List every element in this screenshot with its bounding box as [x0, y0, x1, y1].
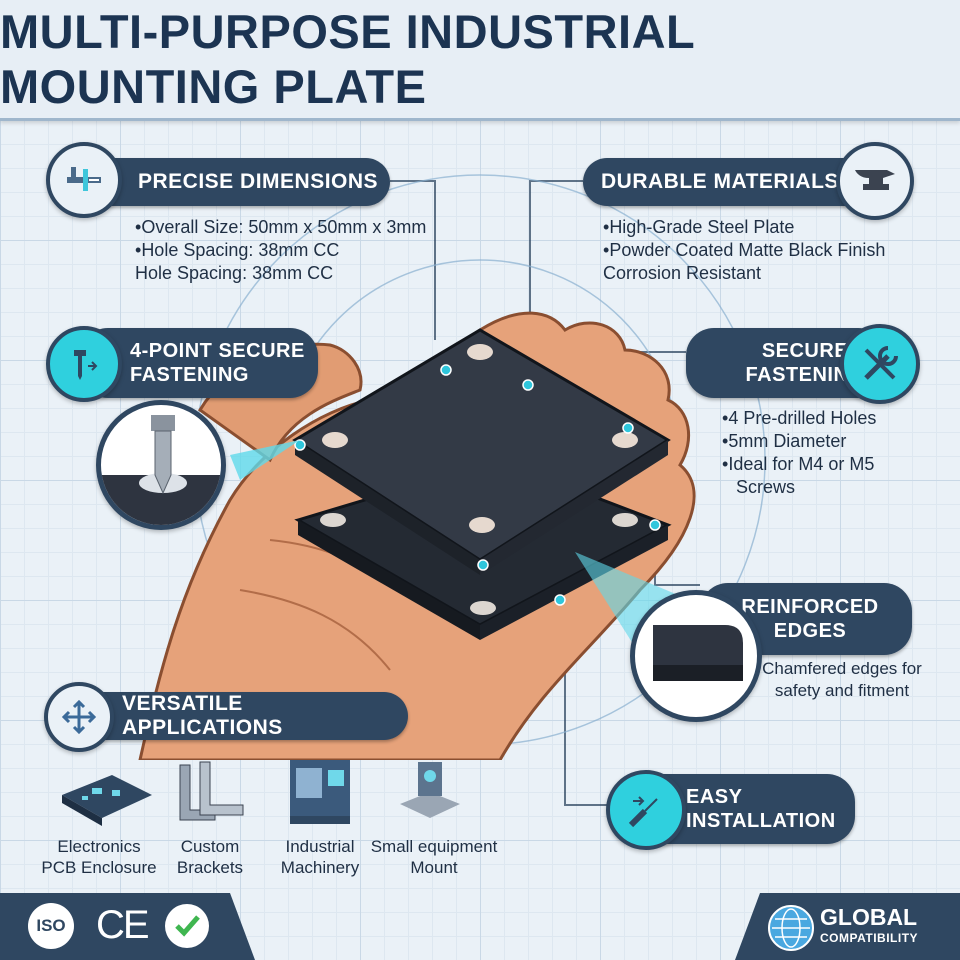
list-item-continued: Screws — [736, 477, 796, 497]
easy-line2: INSTALLATION — [686, 810, 836, 832]
globe-icon — [768, 905, 814, 951]
anvil-icon — [836, 142, 914, 220]
versatile-label: VERSATILE APPLICATIONS — [122, 692, 283, 739]
tools-icon — [840, 324, 920, 404]
precise-dimensions-list: Overall Size: 50mm x 50mm x 3mm Hole Spa… — [135, 216, 426, 285]
pcb-icon — [62, 775, 152, 826]
application-brackets: Custom Brackets — [140, 836, 280, 878]
app-caption-line2: Brackets — [176, 858, 244, 877]
top-plate — [292, 328, 671, 575]
app-caption-line2: PCB Enclosure — [41, 858, 157, 877]
app-caption-line1: Custom — [180, 837, 240, 856]
list-item: Screws — [722, 476, 876, 499]
versatile-applications-pill: VERSATILE APPLICATIONS — [80, 692, 408, 740]
reinforced-description: Chamfered edges for safety and fitment — [752, 658, 932, 702]
secure-fastening-line2: FASTENING — [745, 364, 865, 386]
list-item: Overall Size: 50mm x 50mm x 3mm — [135, 216, 426, 239]
app-caption-line2: Machinery — [280, 858, 360, 877]
equipment-icon — [400, 762, 460, 818]
application-machinery: Industrial Machinery — [250, 836, 390, 878]
header-bar — [0, 0, 960, 121]
global-compatibility: GLOBAL COMPATIBILITY — [820, 904, 918, 946]
reinforced-line2: EDGES — [773, 620, 847, 642]
ce-label: CE — [96, 902, 150, 947]
four-point-line1: 4-POINT SECURE — [130, 340, 305, 362]
screw-icon — [46, 326, 122, 402]
list-item: Hole Spacing: 38mm CC — [135, 239, 426, 262]
edge-closeup-icon — [630, 590, 762, 722]
app-caption-line2: Mount — [410, 858, 458, 877]
screwdriver-icon — [606, 770, 686, 850]
app-caption-line1: Small equipment — [370, 837, 498, 856]
app-caption-line1: Industrial — [285, 837, 355, 856]
secure-fastening-list: 4 Pre-drilled Holes 5mm Diameter Ideal f… — [722, 407, 876, 499]
app-caption-line1: Electronics — [57, 837, 141, 856]
reinforced-desc-line1: Chamfered edges for — [762, 659, 922, 678]
precise-dimensions-pill: PRECISE DIMENSIONS — [80, 158, 390, 206]
application-pcb: Electronics PCB Enclosure — [29, 836, 169, 878]
application-equipment: Small equipment Mount — [364, 836, 504, 878]
reinforced-desc-line2: safety and fitment — [774, 681, 910, 700]
durable-materials-list: High-Grade Steel Plate Powder Coated Mat… — [603, 216, 885, 285]
durable-materials-label: DURABLE MATERIALS — [601, 170, 839, 193]
list-item: Powder Coated Matte Black Finish — [603, 239, 885, 262]
list-item: Corrosion Resistant — [603, 263, 762, 283]
caliper-icon — [46, 142, 122, 218]
list-item: High-Grade Steel Plate — [603, 216, 885, 239]
page-title: MULTI-PURPOSE INDUSTRIAL MOUNTING PLATE — [0, 5, 695, 113]
list-item: 5mm Diameter — [722, 430, 876, 453]
move-arrows-icon — [44, 682, 114, 752]
list-item: Hole Spacing: 38mm CC — [135, 263, 334, 283]
easy-line1: EASY — [686, 786, 743, 808]
iso-label: ISO — [36, 916, 66, 935]
ce-mark: CE — [96, 900, 150, 950]
precise-dimensions-label: PRECISE DIMENSIONS — [138, 170, 379, 193]
list-item: Ideal for M4 or M5 — [722, 453, 876, 476]
durable-materials-pill: DURABLE MATERIALS — [583, 158, 868, 206]
iso-badge: ISO — [28, 903, 74, 949]
global-line1: GLOBAL — [820, 904, 918, 930]
check-icon — [165, 904, 209, 948]
four-point-line2: FASTENING — [130, 364, 249, 386]
reinforced-line1: REINFORCED — [741, 596, 879, 618]
hand-plate-illustration — [138, 311, 696, 760]
bracket-icon — [179, 761, 244, 821]
screw-closeup-icon — [96, 400, 226, 530]
secure-fastening-line1: SECURE — [761, 340, 849, 362]
list-item: 4 Pre-drilled Holes — [722, 407, 876, 430]
machine-icon — [290, 760, 350, 824]
global-line2: COMPATIBILITY — [820, 931, 919, 945]
